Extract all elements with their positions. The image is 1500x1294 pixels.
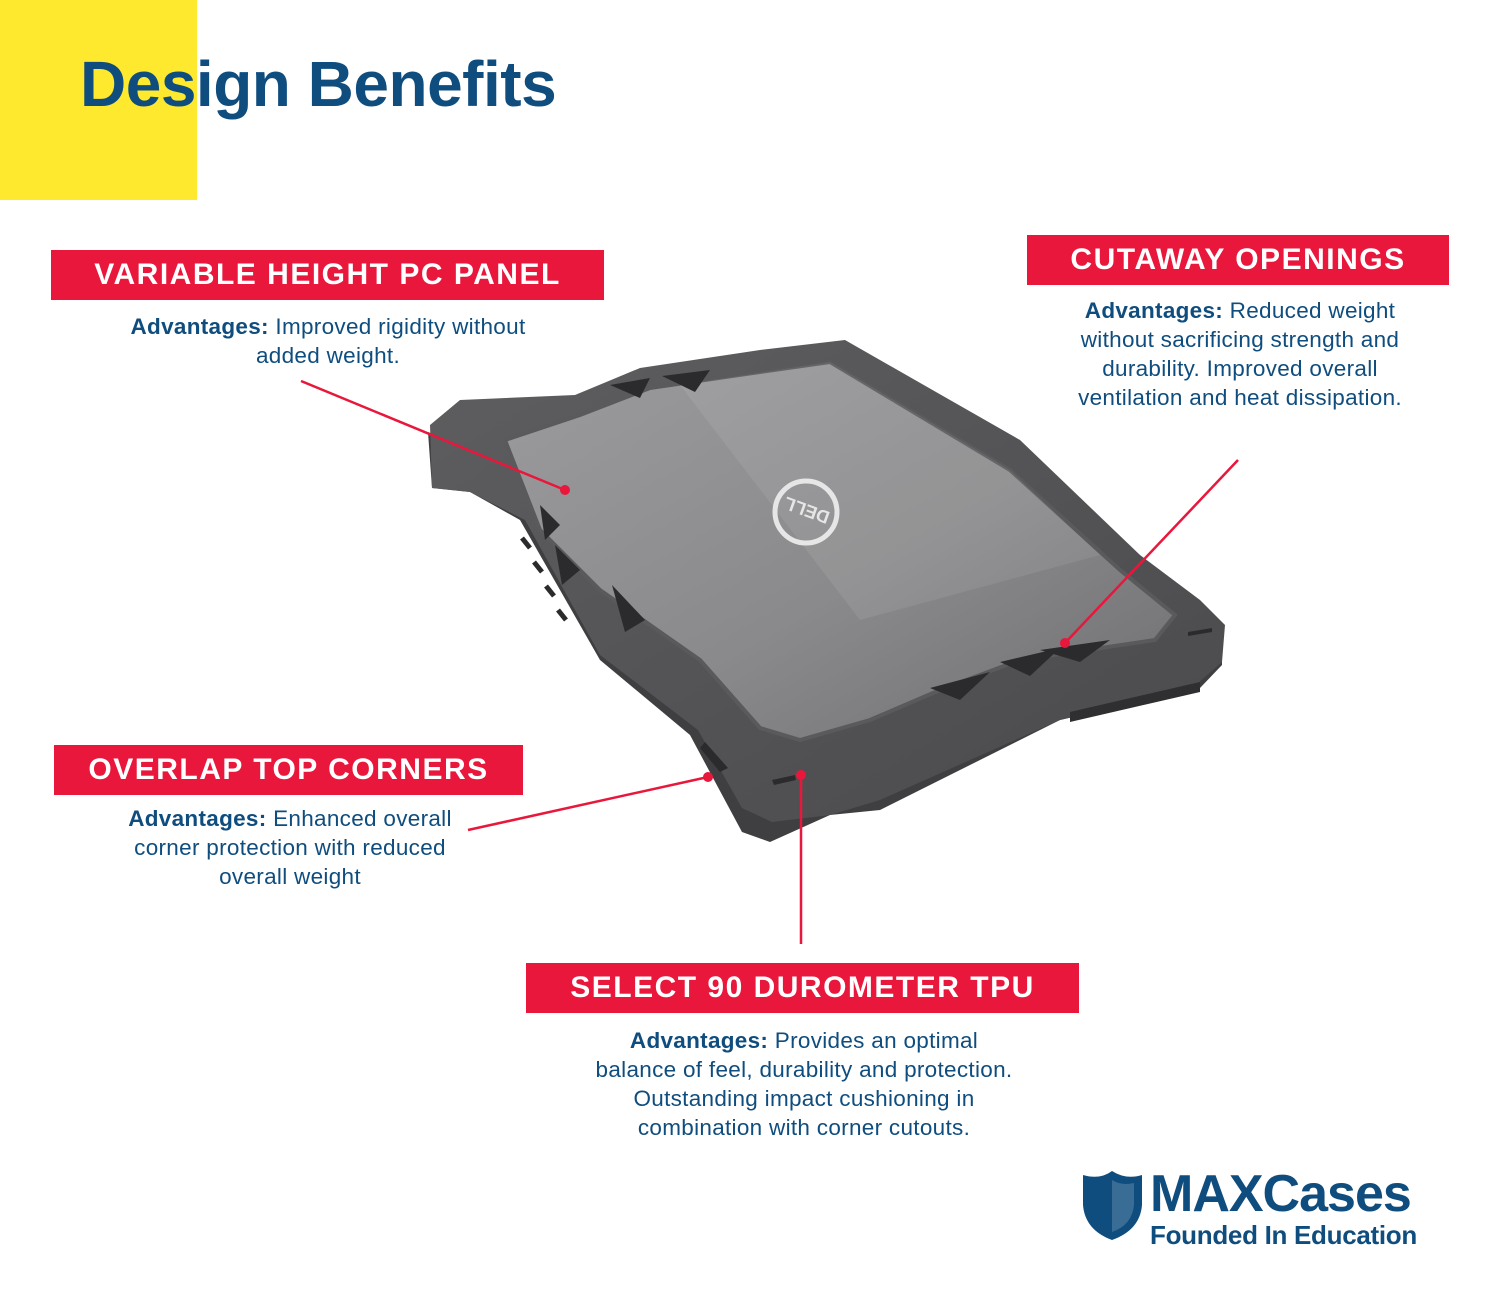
leader-dot-variable-height [560, 485, 570, 495]
laptop-case [428, 340, 1225, 842]
callout-desc-select-90-durometer-tpu: Advantages: Provides an optimal balance … [590, 1026, 1018, 1142]
leader-variable-height [300, 379, 566, 492]
leader-dot-overlap-corners [703, 772, 713, 782]
maxcases-logo: MAXCases Founded In Education [1150, 1168, 1417, 1248]
leader-lines [300, 379, 1239, 944]
advantages-label: Advantages: [1084, 298, 1224, 323]
callout-title-variable-height-pc-panel: VARIABLE HEIGHT PC PANEL [51, 250, 604, 300]
shield-icon [1083, 1171, 1142, 1240]
callout-desc-variable-height-pc-panel: Advantages: Improved rigidity without ad… [118, 312, 538, 370]
yellow-accent-block [0, 0, 197, 200]
advantages-text: Improved rigidity without added weight. [255, 314, 526, 368]
callout-title-select-90-durometer-tpu: SELECT 90 DUROMETER TPU [526, 963, 1079, 1013]
brand-name: MAXCases [1150, 1165, 1412, 1223]
callout-desc-overlap-top-corners: Advantages: Enhanced overall corner prot… [110, 804, 470, 891]
leader-dot-durometer [796, 770, 806, 780]
advantages-label: Advantages: [629, 1028, 769, 1053]
advantages-label: Advantages: [130, 314, 269, 339]
advantages-text: Enhanced overall corner protection with … [134, 806, 452, 889]
callout-desc-cutaway-openings: Advantages: Reduced weight without sacri… [1060, 296, 1420, 412]
callout-title-cutaway-openings: CUTAWAY OPENINGS [1027, 235, 1449, 285]
brand-tagline: Founded In Education [1150, 1220, 1417, 1250]
leader-overlap-corners [467, 775, 709, 832]
advantages-text: Reduced weight without sacrificing stren… [1078, 298, 1402, 410]
leader-dot-cutaway [1060, 638, 1070, 648]
leader-cutaway [1064, 459, 1239, 644]
advantages-label: Advantages: [128, 806, 267, 831]
callout-title-overlap-top-corners: OVERLAP TOP CORNERS [54, 745, 523, 795]
advantages-text: Provides an optimal balance of feel, dur… [595, 1028, 1013, 1140]
page-title: Design Benefits [80, 48, 557, 120]
